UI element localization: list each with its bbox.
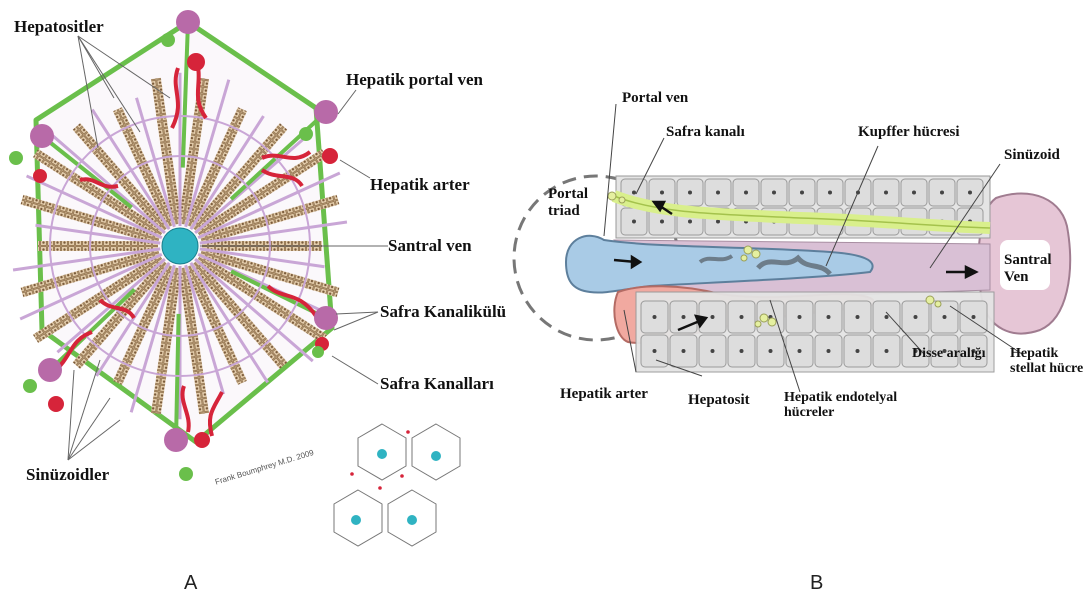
panel-letter-a: A — [184, 572, 197, 595]
label-space-of-disse: Disse aralığı — [912, 346, 986, 361]
label-hepatic-artery-b: Hepatik arter — [560, 386, 648, 403]
label-portal-vein-b: Portal ven — [622, 90, 688, 107]
panel-letter-b: B — [810, 572, 823, 595]
label-bile-ducts: Safra Kanalları — [380, 375, 494, 394]
label-bile-canaliculus: Safra Kanalikülü — [380, 303, 506, 322]
label-hepatocytes: Hepatositler — [14, 18, 104, 37]
label-endothelial-cells: Hepatik endotelyal hücreler — [784, 390, 912, 421]
label-bile-duct: Safra kanalı — [666, 124, 745, 141]
label-stellate-cell: Hepatik stellat hücre — [1010, 346, 1086, 377]
central-vein — [162, 228, 198, 264]
label-hepatocyte: Hepatosit — [688, 392, 750, 409]
panel-b-sinusoid — [514, 104, 1070, 392]
label-sinusoid: Sinüzoid — [1004, 147, 1060, 164]
label-central-vein-a: Santral ven — [388, 237, 472, 256]
lobule-hexagon-inset — [334, 424, 460, 546]
label-portal-triad: Portal triad — [548, 186, 608, 219]
label-sinusoids: Sinüzoidler — [26, 466, 109, 485]
label-portal-vein-a: Hepatik portal ven — [346, 71, 483, 90]
label-hepatic-artery-a: Hepatik arter — [370, 176, 470, 195]
label-central-vein-b: Santral Ven — [1004, 252, 1064, 285]
label-kupffer-cell: Kupffer hücresi — [858, 124, 960, 141]
